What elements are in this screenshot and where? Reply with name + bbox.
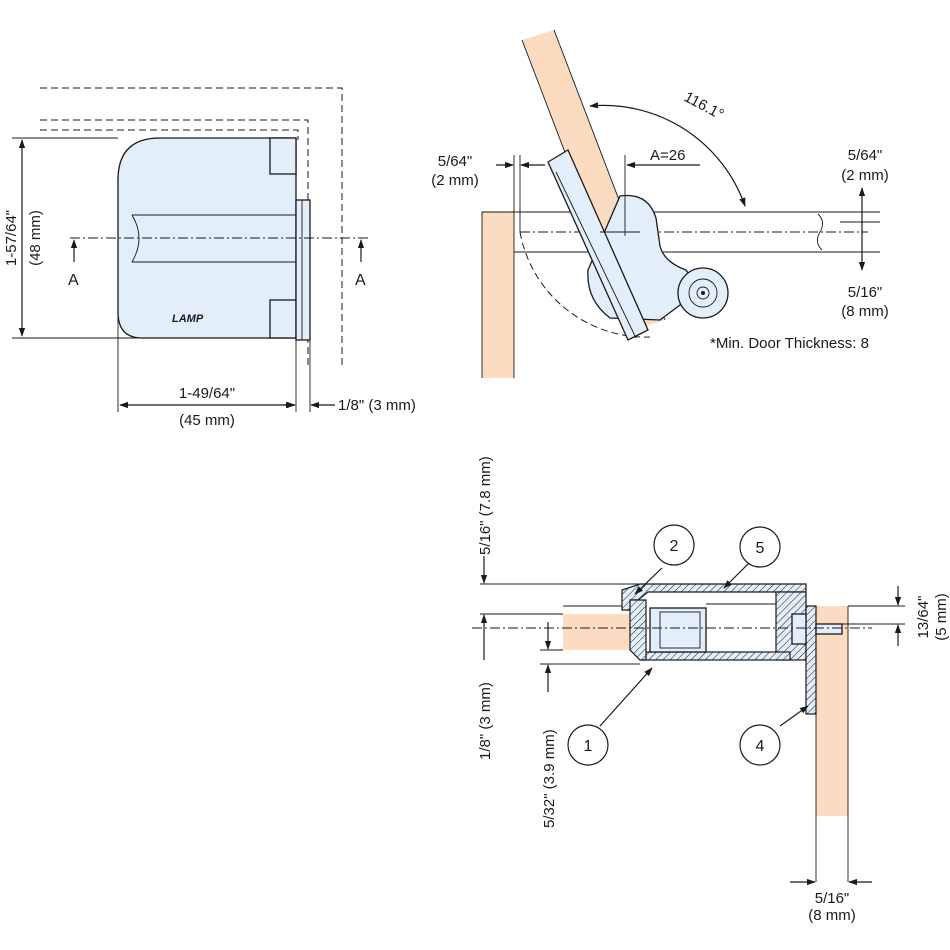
pivot-knuckle-mid	[688, 278, 718, 308]
callout-5: 5	[739, 526, 781, 568]
section-fixed-glass	[816, 606, 848, 816]
section-view: 5/16" (7.8 mm) 1/8" (3 mm) 5/32" (3.9 mm…	[472, 456, 950, 924]
wall-dimension: 1/8" (3 mm)	[477, 682, 494, 760]
pivot-knuckle-pin	[701, 291, 705, 295]
svg-text:4: 4	[756, 738, 765, 755]
section-housing-top	[621, 583, 807, 611]
section-housing-bottom	[639, 651, 791, 661]
angle-label: 116.1°	[681, 89, 726, 124]
hinge-top-tab	[269, 137, 297, 175]
section-pin	[815, 623, 843, 635]
pivot-knuckle-inner	[696, 286, 710, 300]
svg-text:5: 5	[756, 540, 765, 557]
section-door-glass	[563, 614, 641, 650]
callout-2: 4	[739, 724, 781, 766]
callout-2-leader	[779, 705, 809, 727]
top-view: 116.1° 5/64" (2 mm) A=26 5/64" (2 mm) 5/…	[431, 29, 889, 378]
svg-text:2: 2	[670, 538, 679, 555]
right-gap-mm: (2 mm)	[841, 167, 889, 184]
thickness-mm: (8 mm)	[841, 303, 889, 320]
fixed-glass-panel	[482, 212, 514, 378]
frame-outline-inner	[40, 129, 299, 140]
callout-1-leader	[599, 667, 653, 727]
width-dimension-mm: (45 mm)	[179, 412, 235, 429]
glass-dimension-in: 5/16"	[815, 890, 850, 907]
thickness-in: 5/16"	[848, 284, 883, 301]
gap-dimension-in: 5/64"	[438, 153, 473, 170]
section-housing-left-lip	[629, 599, 647, 661]
a26-label: A=26	[650, 147, 685, 164]
hinge-bottom-tab	[269, 299, 297, 339]
step-dimension: 5/32" (3.9 mm)	[541, 729, 558, 828]
svg-text:1: 1	[584, 738, 593, 755]
callout-5-leader	[723, 561, 751, 589]
callout-4-leader	[634, 567, 663, 595]
section-label-left: A	[68, 272, 79, 289]
callout-4: 2	[653, 524, 695, 566]
depth-dimension: 5/16" (7.8 mm)	[477, 456, 494, 555]
width-dimension-in: 1-49/64"	[179, 385, 235, 402]
section-pin-head	[791, 613, 807, 645]
section-plunger-rod	[659, 611, 701, 649]
height-dimension-in: 1-57/64"	[3, 210, 20, 266]
section-label-right: A	[355, 272, 366, 289]
section-housing-flange	[805, 605, 817, 715]
angle-arc	[589, 102, 746, 207]
pin-dimension-mm: (5 mm)	[933, 593, 950, 641]
glass-dimension-mm: (8 mm)	[808, 907, 856, 924]
frame-outline-outer	[40, 87, 343, 368]
height-dimension-mm: (48 mm)	[27, 210, 44, 266]
section-plunger	[649, 607, 707, 653]
front-view: LAMP A A 1-57/64" (48 mm) 1-49/64" (45 m…	[3, 87, 416, 429]
pin-dimension-in: 13/64"	[915, 596, 932, 639]
min-door-thickness-note: *Min. Door Thickness: 8	[710, 335, 869, 352]
offset-dimension: 1/8" (3 mm)	[338, 397, 416, 414]
right-gap-in: 5/64"	[848, 147, 883, 164]
door-break-mark	[817, 213, 823, 251]
brand-logo-text: LAMP	[172, 313, 204, 325]
callout-1: 1	[567, 724, 609, 766]
hinge-clamp-line	[555, 171, 637, 339]
hinge-clamp-plate	[547, 149, 649, 341]
hinge-side-plate	[295, 199, 311, 341]
gap-dimension-mm: (2 mm)	[431, 172, 479, 189]
